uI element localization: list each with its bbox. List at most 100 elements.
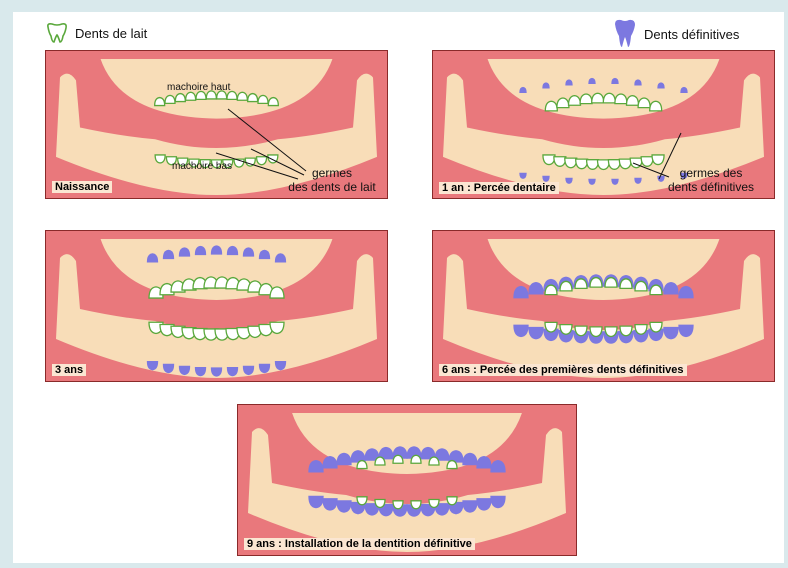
permanent-tooth [491, 461, 505, 472]
permanent-tooth-germ [543, 176, 549, 181]
permanent-tooth-germ [164, 364, 174, 372]
baby-tooth-germ [258, 95, 268, 103]
legend-baby-label: Dents de lait [75, 26, 147, 41]
permanent-tooth-germ [612, 179, 618, 184]
baby-tooth-germ [186, 92, 196, 100]
baby-tooth-germ [268, 98, 278, 106]
permanent-tooth [309, 496, 323, 507]
baby-tooth [598, 160, 610, 170]
baby-tooth [554, 157, 566, 167]
permanent-tooth [491, 496, 505, 507]
baby-tooth [650, 285, 662, 295]
baby-tooth [270, 287, 284, 298]
baby-tooth [393, 455, 403, 463]
permanent-tooth-germ [589, 78, 595, 83]
permanent-tooth-germ [148, 362, 158, 370]
baby-tooth [652, 155, 664, 165]
baby-tooth-germ [175, 94, 185, 102]
baby-tooth [557, 98, 569, 108]
permanent-tooth [309, 461, 323, 472]
panel-1-year: germes des dents définitives 1 an : Perc… [432, 50, 775, 199]
permanent-tooth [529, 328, 543, 339]
permanent-tooth-germ [212, 368, 222, 376]
baby-tooth [357, 461, 367, 469]
jaw-illustration [46, 231, 387, 381]
baby-tooth [627, 96, 639, 106]
baby-tooth [411, 455, 421, 463]
permanent-tooth [477, 457, 491, 468]
baby-tooth [575, 326, 587, 336]
permanent-tooth-germ [566, 80, 572, 85]
baby-tooth [375, 457, 385, 465]
baby-tooth [560, 325, 572, 335]
permanent-tooth [664, 328, 678, 339]
baby-tooth [545, 285, 557, 295]
baby-tooth [393, 501, 403, 509]
baby-tooth [650, 322, 662, 332]
baby-tooth [603, 93, 615, 103]
baby-tooth [620, 326, 632, 336]
annotation-permanent-germs: germes des dents définitives [651, 166, 771, 194]
baby-tooth [605, 327, 617, 337]
baby-tooth [608, 160, 620, 170]
permanent-tooth-germ [260, 250, 270, 258]
stage-label-3-years: 3 ans [52, 364, 86, 376]
baby-tooth [560, 281, 572, 291]
baby-tooth [590, 278, 602, 288]
permanent-tooth-germ [244, 366, 254, 374]
permanent-tooth-germ [164, 250, 174, 258]
permanent-tooth [477, 499, 491, 510]
baby-tooth-germ [155, 155, 165, 163]
annotation-lower-jaw: machoire bas [172, 161, 232, 172]
baby-tooth [576, 159, 588, 169]
baby-tooth-icon [45, 22, 69, 44]
baby-tooth [592, 93, 604, 103]
baby-tooth [543, 155, 555, 165]
permanent-tooth [679, 287, 693, 298]
legend-baby-teeth: Dents de lait [45, 22, 147, 44]
baby-tooth [270, 322, 284, 333]
baby-tooth [615, 94, 627, 104]
baby-tooth-germ [237, 92, 247, 100]
permanent-tooth [514, 325, 528, 336]
baby-tooth [587, 160, 599, 170]
permanent-tooth [337, 453, 351, 464]
baby-tooth [635, 281, 647, 291]
permanent-tooth [679, 325, 693, 336]
baby-tooth-germ [257, 157, 267, 165]
permanent-tooth-germ [228, 368, 238, 376]
permanent-tooth-germ [228, 246, 238, 254]
baby-tooth [447, 497, 457, 505]
baby-tooth [429, 500, 439, 508]
permanent-tooth-germ [180, 366, 190, 374]
baby-tooth [620, 279, 632, 289]
baby-tooth [635, 325, 647, 335]
baby-tooth [565, 158, 577, 168]
permanent-tooth-germ [566, 178, 572, 183]
permanent-tooth-germ [180, 248, 190, 256]
panel-9-years: 9 ans : Installation de la dentition déf… [237, 404, 577, 556]
permanent-tooth [323, 499, 337, 510]
annotation-baby-germs: germes des dents de lait [272, 166, 392, 194]
baby-tooth-germ [165, 95, 175, 103]
jaw-illustration [238, 405, 576, 555]
baby-tooth [590, 327, 602, 337]
annotation-permanent-germs-text: germes des dents définitives [668, 166, 754, 194]
baby-tooth [375, 500, 385, 508]
permanent-tooth-germ [196, 246, 206, 254]
baby-tooth [641, 157, 653, 167]
baby-tooth [429, 457, 439, 465]
baby-tooth [545, 322, 557, 332]
jaw-illustration [433, 231, 774, 381]
legend-permanent-label: Dents définitives [644, 27, 739, 42]
permanent-tooth-germ [244, 248, 254, 256]
permanent-tooth-germ [260, 364, 270, 372]
baby-tooth [447, 461, 457, 469]
permanent-tooth-germ [196, 368, 206, 376]
panel-6-years: 6 ans : Percée des premières dents défin… [432, 230, 775, 382]
permanent-tooth [514, 287, 528, 298]
permanent-tooth-icon [612, 19, 638, 49]
permanent-tooth-germ [589, 179, 595, 184]
permanent-tooth [529, 283, 543, 294]
stage-label-1-year: 1 an : Percée dentaire [439, 182, 559, 194]
